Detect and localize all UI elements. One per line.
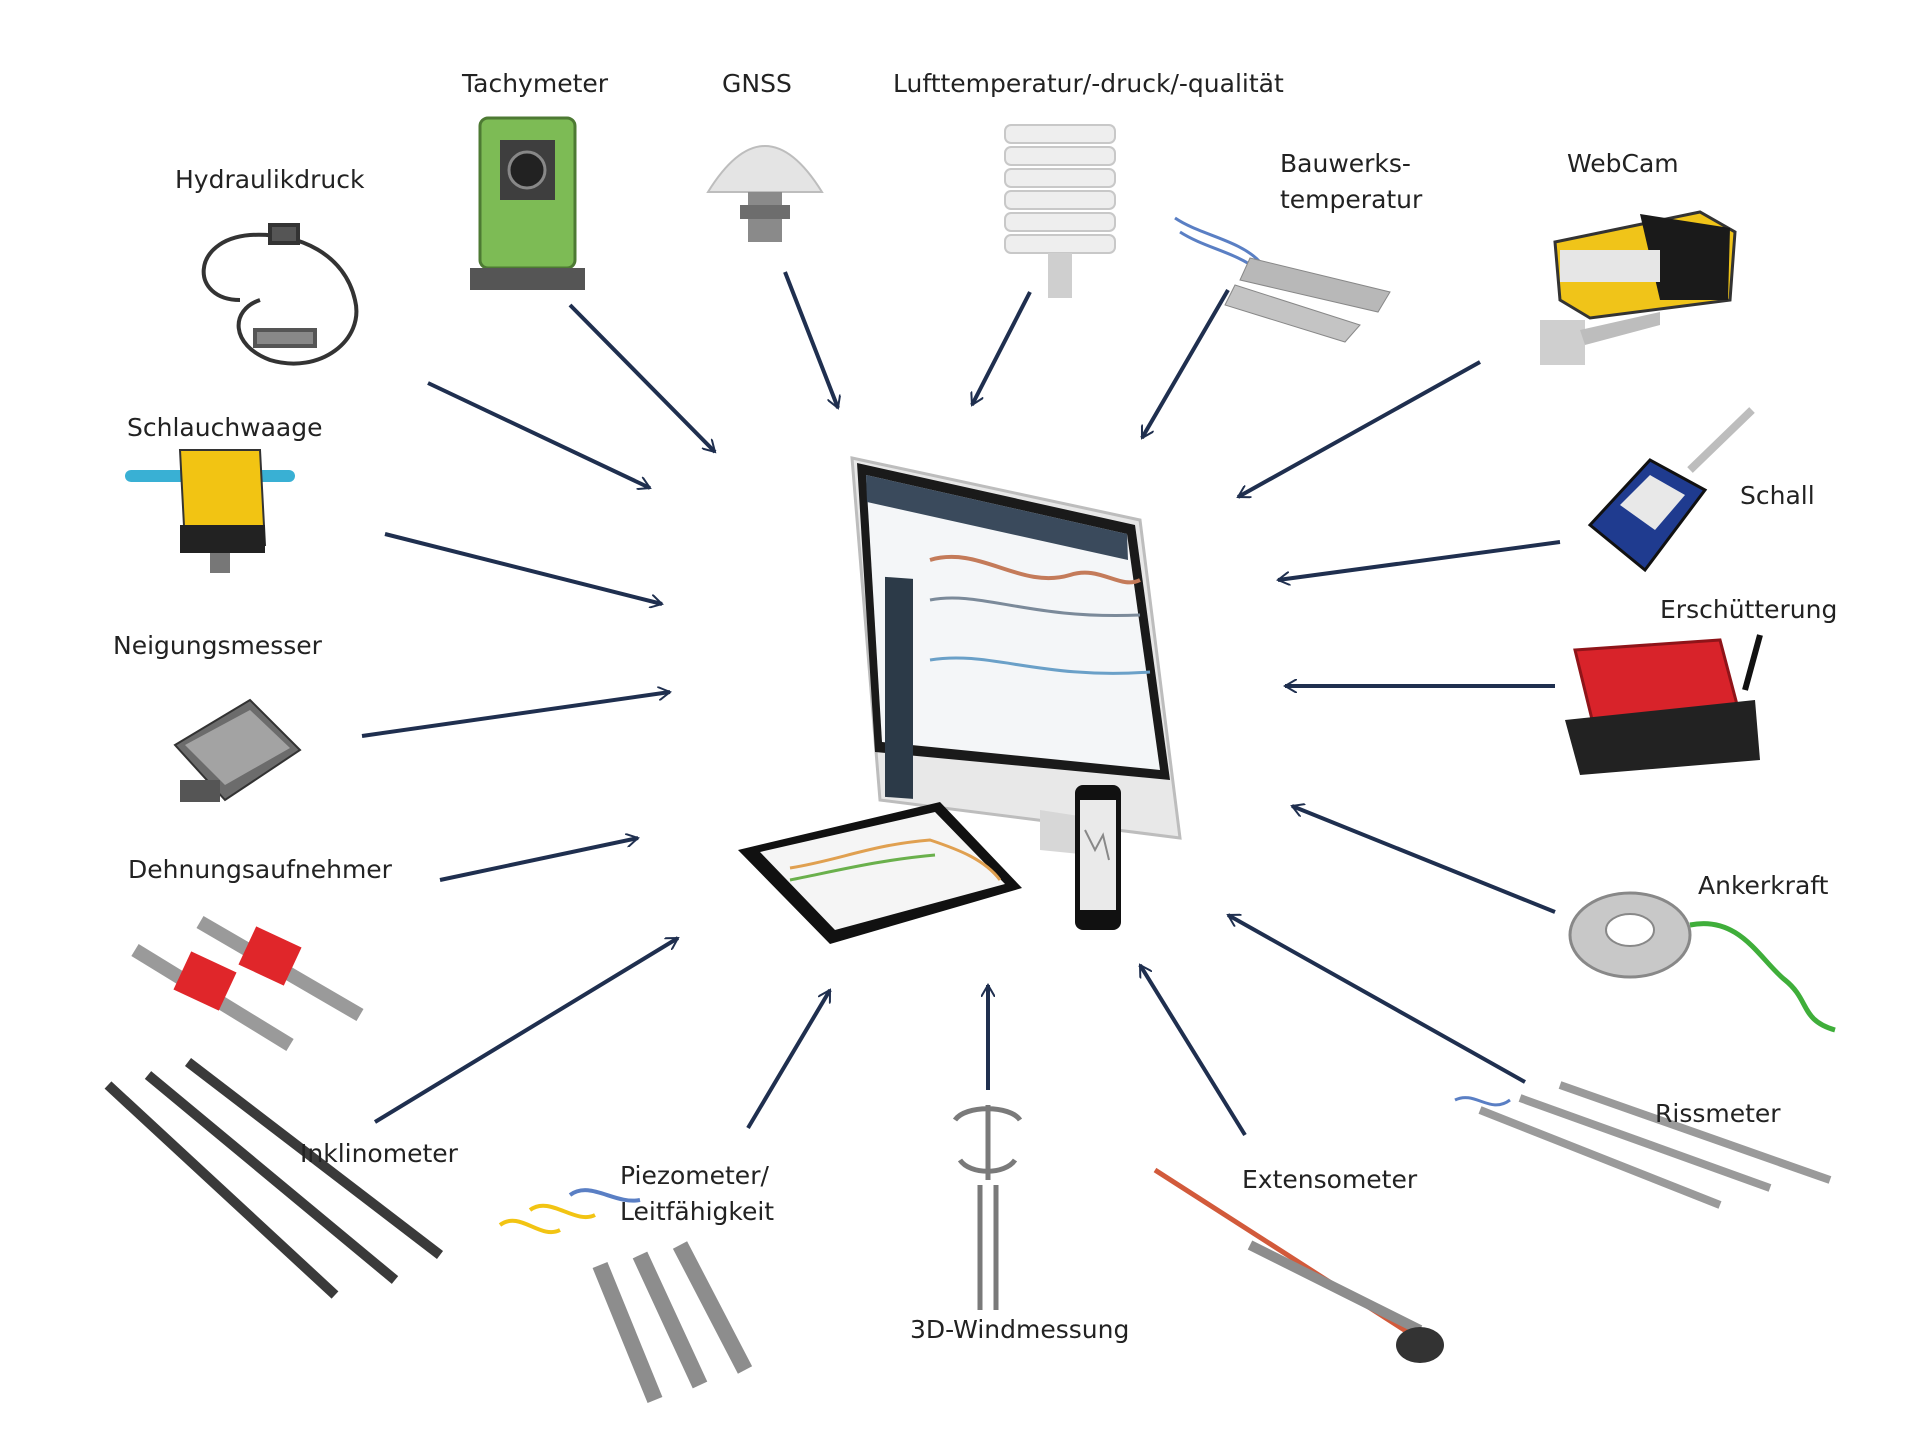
label-schlauch: Schlauchwaage xyxy=(127,413,323,442)
label-neigung: Neigungsmesser xyxy=(113,631,322,660)
arrow-hydraulik xyxy=(427,381,650,488)
label-piezo-line2: Leitfähigkeit xyxy=(620,1197,775,1226)
vibration-sensor-icon xyxy=(1565,634,1763,775)
label-hydraulik: Hydraulikdruck xyxy=(175,165,365,194)
tilt-sensor-icon xyxy=(173,698,302,802)
label-piezo: Piezometer/ Leitfähigkeit xyxy=(620,1158,774,1230)
anemometer-icon xyxy=(952,1105,1023,1310)
sound-meter-icon xyxy=(1587,407,1755,573)
label-inklino: Inklinometer xyxy=(300,1139,458,1168)
arrow-dehnung xyxy=(439,838,638,882)
label-bauwerks-line2: temperatur xyxy=(1280,185,1423,214)
arrow-schall xyxy=(1278,540,1561,580)
extensometer-icon xyxy=(1153,1167,1444,1363)
piezometer-icon xyxy=(498,1188,753,1404)
hose-level-icon xyxy=(125,449,295,573)
arrow-anker xyxy=(1292,806,1556,914)
phone-icon xyxy=(1075,785,1121,930)
label-webcam: WebCam xyxy=(1567,149,1679,178)
label-erschuett: Erschütterung xyxy=(1660,595,1838,624)
label-rissmeter: Rissmeter xyxy=(1655,1099,1781,1128)
label-gnss: GNSS xyxy=(722,69,792,98)
label-anker: Ankerkraft xyxy=(1698,871,1829,900)
arrows xyxy=(361,271,1561,1137)
gnss-antenna-icon xyxy=(706,145,824,242)
label-bauwerks-line1: Bauwerks- xyxy=(1280,149,1411,178)
arrow-extenso xyxy=(1138,965,1247,1137)
label-wind: 3D-Windmessung xyxy=(910,1315,1130,1344)
label-dehnung: Dehnungsaufnehmer xyxy=(128,855,392,884)
arrow-riss xyxy=(1228,913,1526,1084)
label-bauwerks: Bauwerks- temperatur xyxy=(1280,146,1422,218)
strain-gauge-icon xyxy=(131,915,364,1051)
arrow-bauwerks xyxy=(1140,288,1230,438)
arrow-inklino xyxy=(373,936,678,1124)
arrow-webcam xyxy=(1238,360,1481,499)
load-cell-icon xyxy=(1568,891,1836,1033)
arrow-schlauch xyxy=(384,532,662,604)
tablet-icon xyxy=(738,802,1022,944)
label-piezo-line1: Piezometer/ xyxy=(620,1161,769,1190)
tachymeter-icon xyxy=(470,116,585,290)
arrow-luft xyxy=(970,291,1032,405)
arrow-neigung xyxy=(361,692,670,738)
hydraulic-sensor-icon xyxy=(201,223,359,366)
monitor-icon xyxy=(850,456,1182,858)
webcam-icon xyxy=(1540,210,1737,365)
label-tachymeter: Tachymeter xyxy=(462,69,609,98)
arrow-piezo xyxy=(746,990,832,1130)
label-schall: Schall xyxy=(1740,481,1815,510)
label-extenso: Extensometer xyxy=(1242,1165,1418,1194)
crack-meter-icon xyxy=(1454,1081,1832,1209)
label-luft: Lufttemperatur/-druck/-qualität xyxy=(893,69,1284,98)
arrow-gnss xyxy=(783,271,838,408)
arrow-tachymeter xyxy=(568,303,717,452)
weather-shield-icon xyxy=(1004,124,1116,298)
temperature-sensor-icon xyxy=(1174,216,1391,343)
inclinometer-icon xyxy=(104,1058,444,1299)
